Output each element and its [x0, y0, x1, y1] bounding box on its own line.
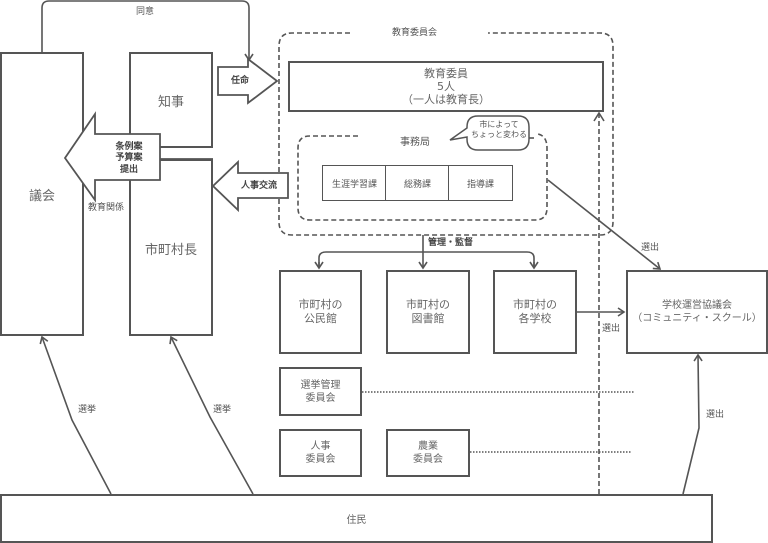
selection-board-label: 選出	[641, 243, 660, 253]
department-general-affairs: 総務課	[385, 165, 450, 201]
election-connector-mayor	[169, 335, 254, 495]
consent-connector	[41, 0, 254, 62]
board-members-box: 教育委員 5人 （一人は教育長）	[288, 61, 604, 112]
kominkan-box: 市町村の 公民館	[279, 270, 362, 354]
selection-board-connector	[547, 179, 662, 270]
mayor-box: 市町村長	[129, 159, 213, 336]
mayor-label: 市町村長	[144, 243, 197, 258]
selection-residents-label: 選出	[706, 410, 725, 420]
note-bubble	[449, 115, 530, 151]
gikai-box: 議会	[0, 52, 84, 336]
school-council-box: 学校運営協議会 （コミュニティ・スクール）	[626, 270, 768, 354]
department-guidance: 指導課	[448, 165, 513, 201]
secretariat-outline	[297, 133, 548, 221]
personnel-exchange-arrow	[211, 159, 289, 213]
bill-submission-label: 条例案 予算案 提出	[115, 142, 143, 175]
gakko-box: 市町村の 各学校	[493, 270, 577, 354]
election-label-mayor: 選挙	[213, 405, 232, 415]
jinji-box: 人事 委員会	[279, 429, 362, 477]
nogyo-box: 農業 委員会	[386, 429, 470, 477]
gikai-label: 議会	[28, 188, 55, 204]
consent-label: 同意	[136, 7, 155, 17]
board-group-outline	[278, 32, 614, 236]
appointment-arrow	[217, 57, 279, 105]
personnel-exchange-label: 人事交流	[241, 181, 278, 191]
department-lifelong-learning: 生涯学習課	[322, 165, 387, 201]
senkyo-box: 選挙管理 委員会	[279, 367, 362, 416]
selection-school-label: 選出	[602, 324, 621, 334]
election-connector-gikai	[39, 335, 112, 495]
toshokan-box: 市町村の 図書館	[386, 270, 470, 354]
residents-box: 住民	[0, 494, 713, 543]
selection-residents-connector	[682, 353, 703, 495]
appointment-label: 任命	[231, 76, 250, 86]
election-label-gikai: 選挙	[78, 405, 97, 415]
management-label: 管理・監督	[428, 238, 474, 248]
chiji-box: 知事	[129, 52, 213, 148]
secretariat-note: 市によって ちょっと変わる	[471, 120, 527, 140]
secretariat-label: 事務局	[400, 137, 430, 148]
residents-label: 住民	[346, 515, 367, 526]
education-related-label: 教育関係	[88, 203, 125, 213]
board-group-title: 教育委員会	[392, 28, 438, 38]
chiji-label: 知事	[157, 94, 184, 110]
